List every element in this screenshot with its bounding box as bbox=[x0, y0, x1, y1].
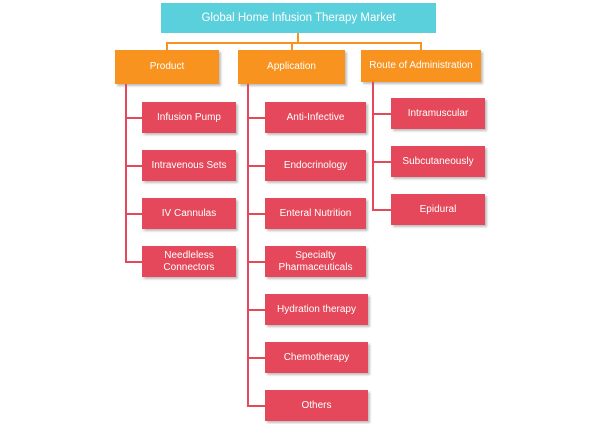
connector-product-trunk bbox=[125, 84, 127, 262]
connector-application-branch-4 bbox=[247, 261, 265, 263]
leaf-intravenous-sets: Intravenous Sets bbox=[142, 150, 236, 181]
leaf-label: Enteral Nutrition bbox=[279, 207, 352, 219]
connector-product-branch-2 bbox=[125, 165, 142, 167]
leaf-enteral-nutrition: Enteral Nutrition bbox=[265, 198, 366, 229]
connector-application-branch-5 bbox=[247, 309, 265, 311]
connector-root-stem bbox=[297, 33, 299, 43]
connector-route-branch-3 bbox=[372, 209, 391, 211]
leaf-infusion-pump: Infusion Pump bbox=[142, 102, 236, 133]
leaf-chemotherapy: Chemotherapy bbox=[265, 342, 368, 373]
leaf-needleless-connectors: Needleless Connectors bbox=[142, 246, 236, 277]
connector-application-branch-6 bbox=[247, 357, 265, 359]
leaf-subcutaneously: Subcutaneously bbox=[391, 146, 485, 177]
connector-application-branch-1 bbox=[247, 117, 265, 119]
connector-root-bar bbox=[166, 42, 422, 44]
leaf-label: Specialty Pharmaceuticals bbox=[278, 249, 353, 273]
connector-product-branch-3 bbox=[125, 213, 142, 215]
leaf-hydration-therapy: Hydration therapy bbox=[265, 294, 368, 325]
leaf-epidural: Epidural bbox=[391, 194, 485, 225]
leaf-intramuscular: Intramuscular bbox=[391, 98, 485, 129]
connector-route-trunk bbox=[372, 82, 374, 210]
connector-product-branch-1 bbox=[125, 117, 142, 119]
category-product-label: Product bbox=[149, 61, 185, 72]
leaf-label: Endocrinology bbox=[283, 159, 348, 171]
leaf-specialty-pharmaceuticals: Specialty Pharmaceuticals bbox=[265, 246, 366, 277]
connector-application-branch-3 bbox=[247, 213, 265, 215]
category-product: Product bbox=[115, 50, 219, 84]
leaf-label: Intravenous Sets bbox=[151, 159, 227, 171]
connector-route-drop bbox=[420, 42, 422, 50]
leaf-label: Epidural bbox=[419, 203, 457, 215]
connector-route-branch-1 bbox=[372, 113, 391, 115]
category-application: Application bbox=[238, 50, 345, 84]
leaf-label: Hydration therapy bbox=[277, 303, 356, 315]
category-application-label: Application bbox=[267, 61, 316, 72]
root-label: Global Home Infusion Therapy Market bbox=[201, 12, 396, 24]
connector-application-branch-7 bbox=[247, 405, 265, 407]
leaf-others: Others bbox=[265, 390, 368, 421]
leaf-label: Subcutaneously bbox=[402, 155, 474, 167]
root-node: Global Home Infusion Therapy Market bbox=[161, 3, 436, 33]
connector-application-branch-2 bbox=[247, 165, 265, 167]
category-route-label: Route of Administration bbox=[369, 60, 473, 71]
category-route-of-administration: Route of Administration bbox=[361, 50, 481, 82]
connector-product-drop bbox=[166, 42, 168, 50]
leaf-label: Infusion Pump bbox=[157, 111, 221, 123]
leaf-label: IV Cannulas bbox=[161, 207, 217, 219]
leaf-label: Chemotherapy bbox=[283, 351, 350, 363]
leaf-anti-infective: Anti-Infective bbox=[265, 102, 366, 133]
connector-route-branch-2 bbox=[372, 161, 391, 163]
leaf-endocrinology: Endocrinology bbox=[265, 150, 366, 181]
leaf-label: Others bbox=[301, 399, 332, 411]
connector-application-trunk bbox=[247, 84, 249, 406]
leaf-label: Intramuscular bbox=[407, 107, 469, 119]
leaf-iv-cannulas: IV Cannulas bbox=[142, 198, 236, 229]
connector-product-branch-4 bbox=[125, 261, 142, 263]
connector-application-drop bbox=[291, 42, 293, 50]
leaf-label: Needleless Connectors bbox=[163, 249, 215, 273]
leaf-label: Anti-Infective bbox=[286, 111, 345, 123]
